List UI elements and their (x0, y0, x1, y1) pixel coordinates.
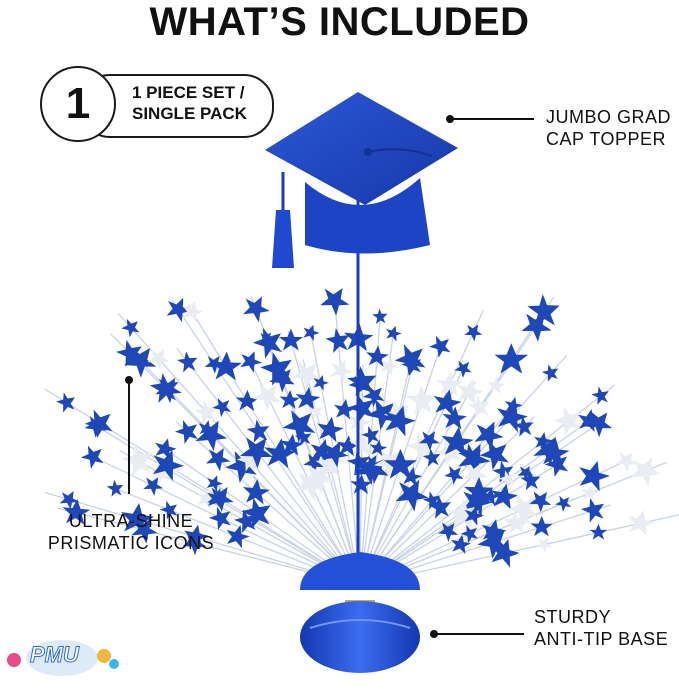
spray-wire (176, 348, 361, 586)
logo-text: PMU (30, 642, 80, 668)
callout-line-topper (452, 118, 534, 120)
star-icon (54, 388, 81, 416)
star-icon (485, 375, 507, 395)
spray-wire (171, 299, 361, 586)
balloon-icon (7, 640, 119, 676)
weighted-base (300, 552, 420, 673)
quantity-badge: 1 1 PIECE SET / SINGLE PACK (40, 66, 280, 142)
brand-logo: PMU (4, 632, 124, 682)
star-icon (426, 330, 457, 361)
star-icon (552, 491, 576, 514)
star-icon (624, 506, 657, 538)
spray-wire (175, 421, 361, 586)
star-icon (589, 523, 608, 540)
callout-icons-line-2: PRISMATIC ICONS (47, 533, 215, 553)
star-icon (390, 336, 434, 380)
badge-label: 1 PIECE SET / SINGLE PACK (132, 82, 282, 124)
star-icon (371, 306, 391, 327)
callout-base: STURDY ANTI-TIP BASE (534, 606, 668, 650)
star-icon (383, 323, 404, 343)
callout-base-line-2: ANTI-TIP BASE (534, 629, 669, 649)
star-icon (530, 515, 553, 537)
star-icon (300, 322, 322, 342)
star-icon (209, 393, 237, 420)
graduation-cap-icon (265, 92, 458, 268)
callout-line-base (436, 633, 524, 635)
star-icon (315, 280, 355, 319)
spray-wire (44, 491, 361, 586)
callout-base-line-1: STURDY (534, 607, 612, 627)
star-icon (612, 445, 642, 475)
star-icon (589, 383, 614, 408)
callout-icons: ULTRA-SHINE PRISMATIC ICONS (41, 510, 221, 554)
spray-wire (187, 305, 361, 586)
spray-wire (359, 333, 394, 586)
spray-wire (359, 354, 568, 586)
callout-topper: JUMBO GRAD CAP TOPPER (546, 106, 671, 150)
star-icon (461, 319, 486, 344)
star-icon (118, 438, 161, 482)
callout-dot-topper (446, 115, 454, 123)
star-icon (238, 290, 274, 325)
star-icon (105, 477, 127, 500)
spray-wire (95, 425, 361, 586)
badge-count: 1 (40, 66, 116, 142)
star-icon (533, 533, 556, 555)
star-icon (451, 356, 476, 380)
tassel-icon (272, 210, 294, 268)
star-icon (241, 477, 271, 505)
callout-topper-line-1: JUMBO GRAD (546, 107, 672, 127)
star-icon (494, 343, 529, 374)
callout-line-icons (128, 382, 130, 494)
star-icon (578, 493, 611, 527)
star-icon (574, 456, 613, 493)
star-icon (78, 440, 110, 472)
callout-dot-icons (125, 376, 133, 384)
star-icon (236, 347, 265, 375)
star-icon (81, 402, 121, 442)
badge-line-1: 1 PIECE SET / (132, 83, 245, 102)
callout-icons-line-1: ULTRA-SHINE (68, 511, 194, 531)
star-icon (278, 389, 301, 410)
spray-wire (110, 333, 361, 586)
callout-topper-line-2: CAP TOPPER (546, 129, 667, 149)
page-title: WHAT’S INCLUDED (149, 0, 530, 44)
star-icon (441, 405, 468, 430)
star-icon (625, 450, 666, 490)
callout-dot-base (430, 630, 438, 638)
badge-line-2: SINGLE PACK (132, 104, 247, 123)
star-icon (278, 328, 303, 351)
